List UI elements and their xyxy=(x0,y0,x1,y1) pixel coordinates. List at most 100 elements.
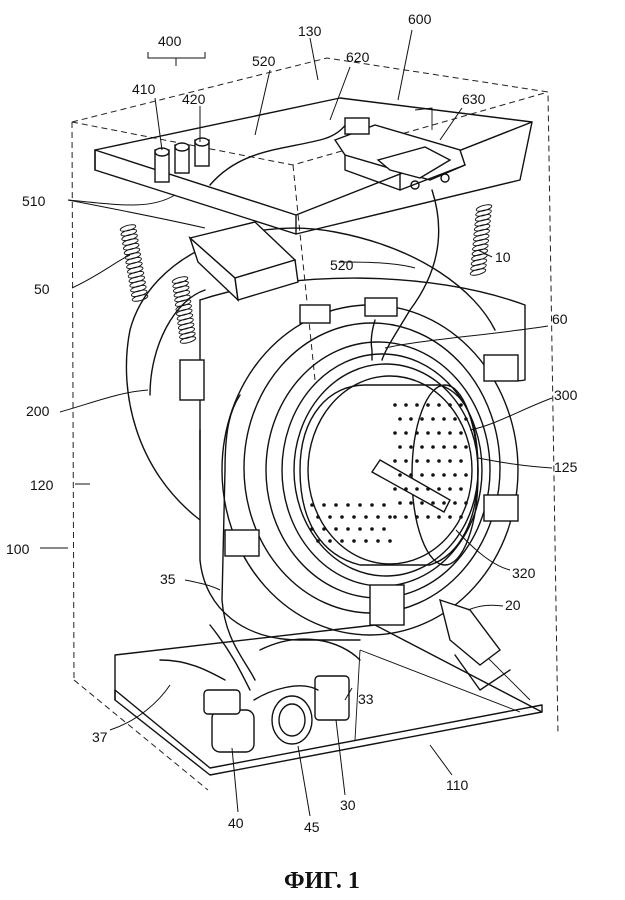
perforation-hole xyxy=(420,445,424,449)
perforation-hole xyxy=(409,501,413,505)
label-510: 510 xyxy=(22,193,46,209)
perforation-hole xyxy=(464,445,468,449)
perforation-hole xyxy=(448,487,452,491)
perforation-hole xyxy=(370,503,374,507)
perforation-hole xyxy=(404,403,408,407)
perforation-hole xyxy=(459,515,463,519)
label-600: 600 xyxy=(408,11,432,27)
perforation-hole xyxy=(404,515,408,519)
perforation-hole xyxy=(358,527,362,531)
perforation-hole xyxy=(376,539,380,543)
perforation-hole xyxy=(415,431,419,435)
perforation-hole xyxy=(431,473,435,477)
perforation-hole xyxy=(453,417,457,421)
label-35: 35 xyxy=(160,571,176,587)
perforation-hole xyxy=(437,431,441,435)
perforation-hole xyxy=(420,501,424,505)
perforation-hole xyxy=(404,487,408,491)
perforation-hole xyxy=(376,515,380,519)
label-400: 400 xyxy=(158,33,182,49)
perforation-hole xyxy=(453,473,457,477)
perforation-hole xyxy=(415,459,419,463)
perforation-hole xyxy=(398,417,402,421)
perforation-hole xyxy=(464,501,468,505)
label-320: 320 xyxy=(512,565,536,581)
perforation-hole xyxy=(448,403,452,407)
perforation-hole xyxy=(426,459,430,463)
pump-assembly xyxy=(203,638,361,753)
perforation-hole xyxy=(328,539,332,543)
perforation-hole xyxy=(328,515,332,519)
mount-tabs xyxy=(179,297,519,626)
water-valves xyxy=(154,137,210,183)
lower-support xyxy=(439,598,511,691)
perforation-hole xyxy=(364,539,368,543)
perforation-hole xyxy=(340,515,344,519)
label-33: 33 xyxy=(358,691,374,707)
base-plate xyxy=(114,624,543,776)
perforation-hole xyxy=(420,417,424,421)
perforation-hole xyxy=(398,473,402,477)
perforation-hole xyxy=(322,503,326,507)
springs xyxy=(119,204,493,344)
perforation-hole xyxy=(398,501,402,505)
perforation-hole xyxy=(453,501,457,505)
perforation-hole xyxy=(437,515,441,519)
perforation-hole xyxy=(453,445,457,449)
label-630: 630 xyxy=(462,91,486,107)
label-20: 20 xyxy=(505,597,521,613)
perforation-hole xyxy=(409,417,413,421)
perforation-hole xyxy=(398,445,402,449)
perforation-hole xyxy=(464,473,468,477)
perforation-hole xyxy=(431,417,435,421)
perforation-hole xyxy=(352,539,356,543)
perforation-hole xyxy=(346,527,350,531)
perforation-hole xyxy=(415,515,419,519)
label-30: 30 xyxy=(340,797,356,813)
perforation-hole xyxy=(442,473,446,477)
perforation-hole xyxy=(322,527,326,531)
perforation-hole xyxy=(388,539,392,543)
label-130: 130 xyxy=(298,23,322,39)
perforation-hole xyxy=(437,487,441,491)
perforation-hole xyxy=(426,403,430,407)
perforation-hole xyxy=(316,539,320,543)
perforation-hole xyxy=(310,527,314,531)
perforation-hole xyxy=(464,417,468,421)
perforation-hole xyxy=(316,515,320,519)
label-100: 100 xyxy=(6,541,30,557)
leader-lines xyxy=(40,29,553,817)
perforation-hole xyxy=(431,501,435,505)
perforation-hole xyxy=(404,459,408,463)
label-37: 37 xyxy=(92,729,108,745)
perforation-hole xyxy=(388,515,392,519)
front-ring xyxy=(221,304,519,636)
perforation-hole xyxy=(415,487,419,491)
perforation-hole xyxy=(346,503,350,507)
perforation-hole xyxy=(420,473,424,477)
drum xyxy=(299,384,479,566)
label-110: 110 xyxy=(446,777,469,793)
perforation-hole xyxy=(352,515,356,519)
perforation-hole xyxy=(393,515,397,519)
label-520-mid: 520 xyxy=(330,257,354,273)
label-50: 50 xyxy=(34,281,50,297)
label-200: 200 xyxy=(26,403,50,419)
reference-labels: 400 410 420 130 520 620 600 630 510 50 5… xyxy=(6,11,578,835)
perforation-hole xyxy=(409,445,413,449)
perforation-hole xyxy=(370,527,374,531)
perforation-hole xyxy=(448,431,452,435)
perforation-hole xyxy=(459,403,463,407)
label-420: 420 xyxy=(182,91,206,107)
perforation-hole xyxy=(393,431,397,435)
label-120: 120 xyxy=(30,477,54,493)
perforation-hole xyxy=(409,473,413,477)
perforation-hole xyxy=(442,501,446,505)
perforation-hole xyxy=(334,503,338,507)
perforation-hole xyxy=(364,515,368,519)
perforation-hole xyxy=(448,459,452,463)
perforation-hole xyxy=(415,403,419,407)
cabinet-outline xyxy=(71,57,559,791)
perforation-hole xyxy=(382,527,386,531)
